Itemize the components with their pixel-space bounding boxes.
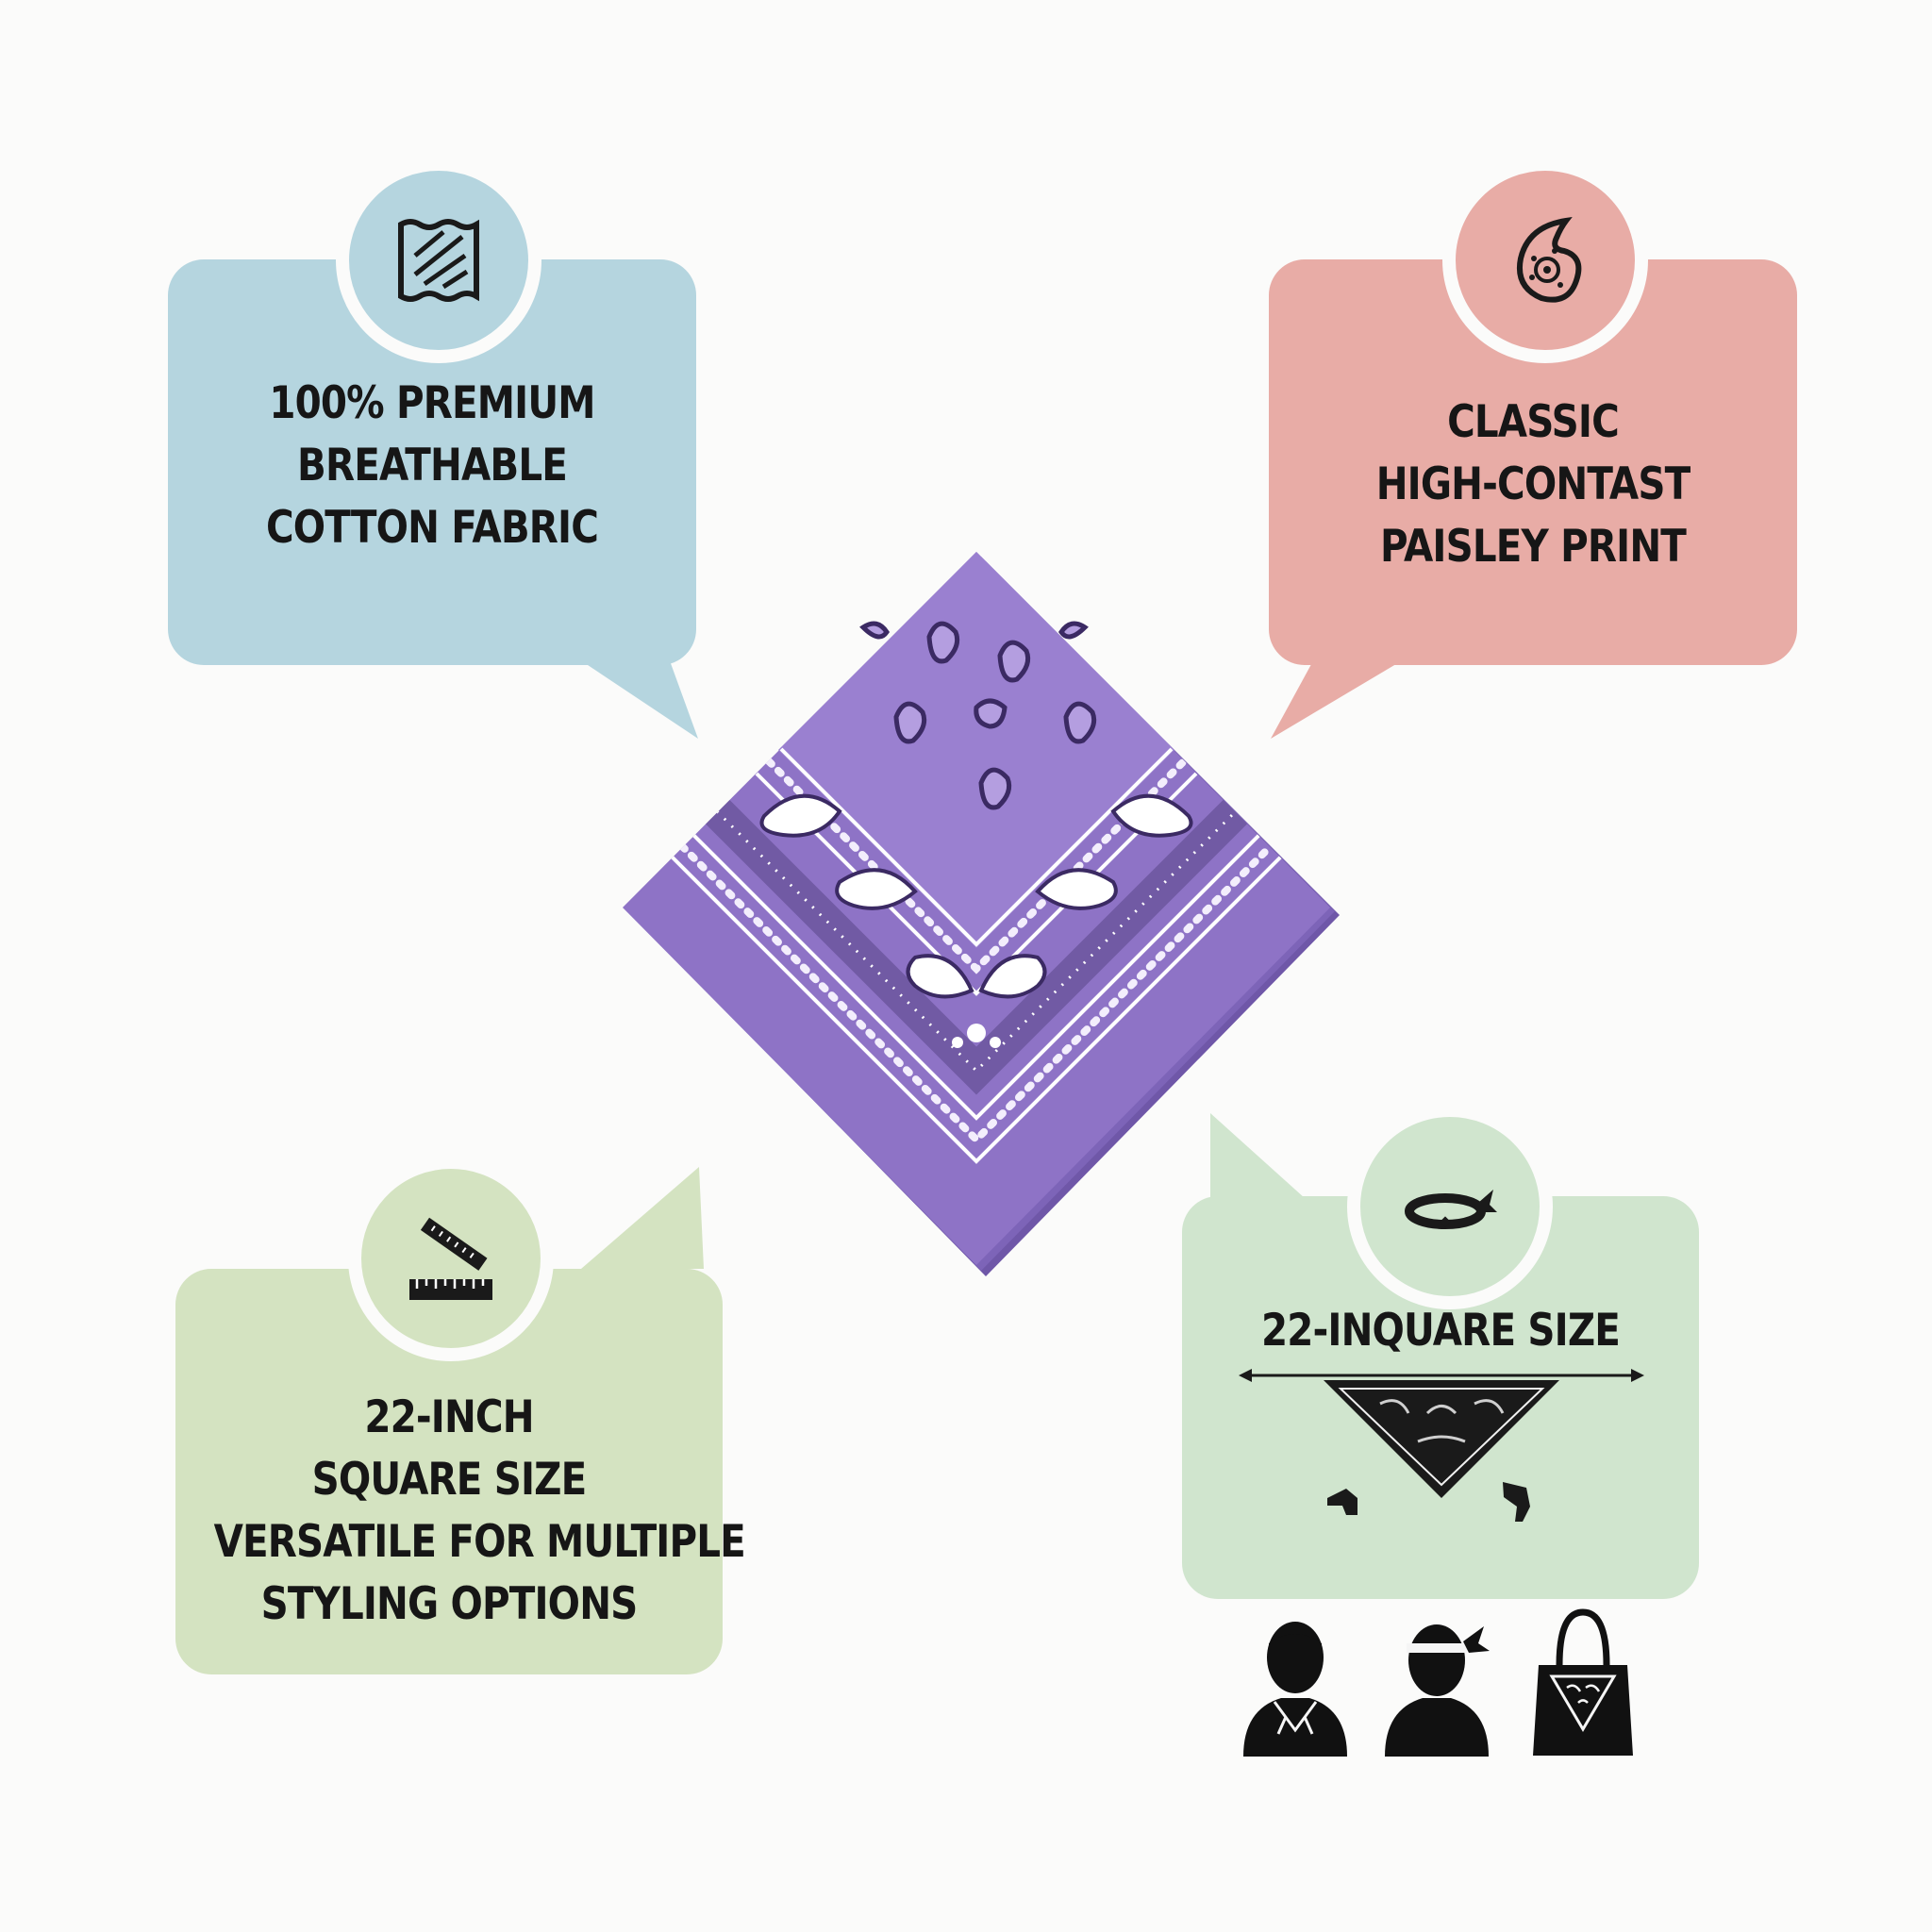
- ruler-icon: [409, 1217, 492, 1300]
- feature-text-line: 22-INQUARE SIZE: [1260, 1305, 1621, 1357]
- feature-text-line: BREATHABLE: [297, 440, 568, 491]
- feature-text-line: STYLING OPTIONS: [260, 1578, 639, 1630]
- feature-text-fabric: 100% PREMIUM BREATHABLE COTTON FABRIC: [205, 373, 659, 559]
- feature-text-line: CLASSIC: [1447, 396, 1620, 448]
- neck-scarf-person-icon: [1239, 1615, 1352, 1757]
- feature-card-styling: 22-INQUARE SIZE: [1182, 1196, 1699, 1599]
- badge-styling: [1347, 1104, 1553, 1309]
- feature-text-line: 22-INCH: [364, 1391, 534, 1443]
- badge-size: [348, 1156, 554, 1361]
- callout-tail: [1271, 656, 1410, 739]
- hand-right-icon: [1503, 1482, 1530, 1522]
- feature-text-line: 100% PREMIUM: [269, 377, 595, 429]
- feature-text-line: HIGH-CONTAST: [1375, 458, 1690, 510]
- feature-card-fabric: 100% PREMIUM BREATHABLE COTTON FABRIC: [168, 259, 696, 665]
- feature-text-line: VERSATILE FOR MULTIPLE: [213, 1516, 746, 1568]
- feature-text-line: COTTON FABRIC: [265, 502, 599, 554]
- callout-tail: [574, 656, 698, 739]
- feature-heading-styling: 22-INQUARE SIZE: [1218, 1300, 1662, 1362]
- callout-tail: [1210, 1113, 1305, 1198]
- bandana-product-image: [623, 552, 1340, 1276]
- paisley-icon: [1517, 216, 1582, 303]
- headband-person-icon: [1380, 1615, 1493, 1757]
- callout-styling: 22-INQUARE SIZE: [1182, 1113, 1699, 1599]
- callout-fabric: 100% PREMIUM BREATHABLE COTTON FABRIC: [168, 259, 698, 750]
- tote-bag-icon: [1531, 1608, 1635, 1757]
- feature-text-line: SQUARE SIZE: [311, 1454, 588, 1506]
- badge-print: [1442, 158, 1648, 363]
- feature-text-print: CLASSIC HIGH-CONTAST PAISLEY PRINT: [1306, 391, 1760, 578]
- hand-left-icon: [1327, 1489, 1357, 1515]
- width-dimension-arrow: [1239, 1369, 1644, 1382]
- badge-fabric: [336, 158, 541, 363]
- fabric-swatch-icon: [398, 219, 479, 302]
- feature-text-line: PAISLEY PRINT: [1379, 521, 1687, 573]
- callout-tail: [581, 1167, 704, 1269]
- headband-icon: [1405, 1190, 1497, 1229]
- feature-text-size: 22-INCH SQUARE SIZE VERSATILE FOR MULTIP…: [213, 1387, 746, 1636]
- folded-bandana-diagram: [1324, 1380, 1559, 1498]
